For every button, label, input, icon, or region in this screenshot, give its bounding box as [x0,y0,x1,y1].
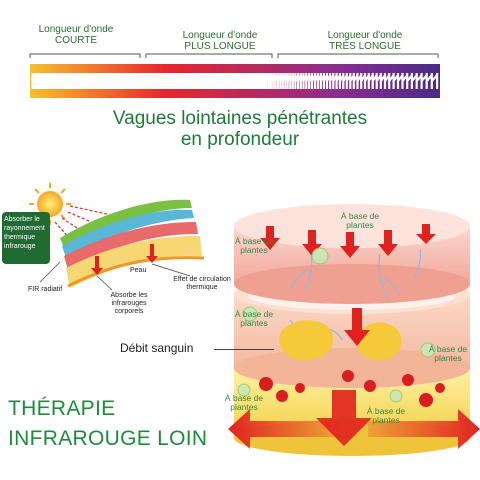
herbal-label-6: À base de plantes [366,406,406,425]
wavelength-label-very-long: Longueur d'onde TRÈS LONGUE [327,30,403,52]
herbal-label-3: À base de plantes [234,309,274,328]
herbal-label-2: À base de plantes [234,236,274,255]
therapy-title: THÉRAPIE INFRAROUGE LOIN [8,397,208,450]
tissue-discs [234,204,470,456]
left-arrow [228,409,340,449]
right-arrow [368,409,480,449]
layer-orange-line [67,256,205,288]
wavelength-spectrum [29,53,440,98]
layer-pink [64,222,198,270]
fat-cell [356,322,402,361]
debit-leader-line [214,349,274,350]
absorb-badge: Absorber le rayonnement thermique infrar… [2,212,50,264]
skin-diagram [29,183,205,291]
wavelength-label-longer: Longueur d'onde PLUS LONGUE [182,30,258,52]
capillaries [289,249,421,351]
fat-cell [279,320,334,361]
label-debit-sanguin: Débit sanguin [120,341,194,355]
blood-cells [259,370,445,407]
layer-blue [62,209,194,258]
bracket-longer [145,53,273,58]
herbal-label-5: À base de plantes [224,393,264,412]
label-absorbe: Absorbe les infrarouges corporels [110,292,148,315]
bracket-very-long [277,53,439,58]
layer-green [60,199,192,248]
label-peau: Peau [130,267,147,274]
herbal-bubbles [237,247,436,403]
herbal-label-1: À base de plantes [340,211,380,230]
red-arrows-small [91,244,158,275]
bracket-short [29,53,141,58]
wavelength-label-short: Longueur d'onde COURTE [38,24,114,46]
wave-line [30,73,439,89]
headline: Vagues lointaines pénétrantes en profond… [112,108,368,150]
label-effet: Effet de circulation thermique [173,276,231,291]
horizontal-arrows [228,409,480,449]
label-fir: FIR radiatif [28,286,63,293]
herbal-label-4: À base de plantes [428,344,468,363]
